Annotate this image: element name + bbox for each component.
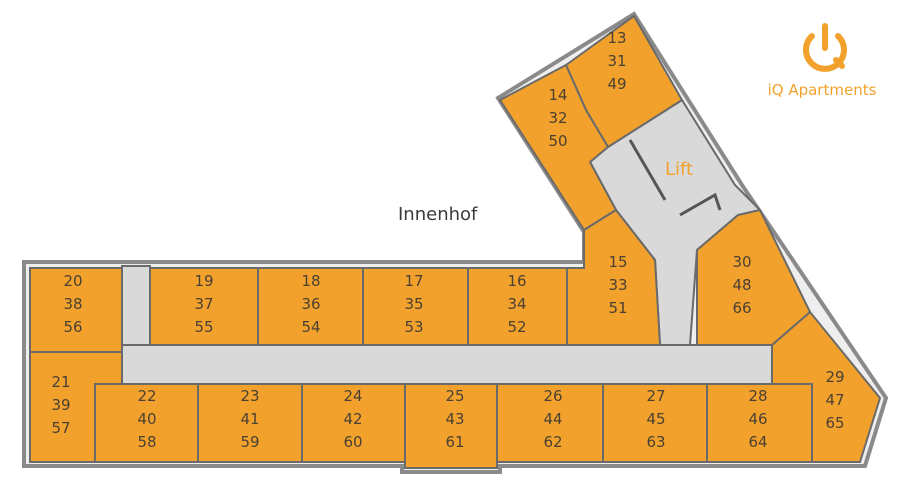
- wall: [679, 192, 722, 217]
- unit-number: 46: [748, 410, 767, 428]
- unit-number: 64: [748, 433, 767, 451]
- common-areas: [121, 98, 773, 385]
- brand-name: iQ Apartments: [768, 81, 877, 99]
- unit-number: 15: [608, 253, 627, 271]
- unit-number: 47: [825, 391, 844, 409]
- unit-number: 45: [646, 410, 665, 428]
- unit-number: 40: [137, 410, 156, 428]
- unit-number: 62: [543, 433, 562, 451]
- corridor-stub: [121, 265, 151, 346]
- unit-number: 54: [301, 318, 320, 336]
- unit-number: 26: [543, 387, 562, 405]
- apartment-29[interactable]: [771, 310, 882, 463]
- unit-number: 58: [137, 433, 156, 451]
- unit-number: 28: [748, 387, 767, 405]
- unit-number: 32: [548, 109, 567, 127]
- corridor: [121, 344, 773, 385]
- unit-number: 14: [548, 86, 567, 104]
- unit-number: 24: [343, 387, 362, 405]
- unit-number: 60: [343, 433, 362, 451]
- unit-number: 16: [507, 272, 526, 290]
- unit-number: 20: [63, 272, 82, 290]
- unit-number: 42: [343, 410, 362, 428]
- apartment-19[interactable]: [149, 267, 259, 346]
- unit-number: 55: [194, 318, 213, 336]
- unit-number: 25: [445, 387, 464, 405]
- unit-number: 39: [51, 396, 70, 414]
- unit-number: 36: [301, 295, 320, 313]
- apartment-25[interactable]: [404, 383, 498, 469]
- unit-number: 33: [608, 276, 627, 294]
- unit-number: 56: [63, 318, 82, 336]
- unit-number: 30: [732, 253, 751, 271]
- courtyard-label: Innenhof: [398, 204, 478, 225]
- unit-number: 50: [548, 132, 567, 150]
- unit-number: 29: [825, 368, 844, 386]
- unit-number: 41: [240, 410, 259, 428]
- apartment-30[interactable]: [696, 208, 812, 346]
- unit-number: 65: [825, 414, 844, 432]
- unit-number: 44: [543, 410, 562, 428]
- unit-number: 23: [240, 387, 259, 405]
- unit-number: 61: [445, 433, 464, 451]
- unit-number: 27: [646, 387, 665, 405]
- unit-number: 52: [507, 318, 526, 336]
- unit-number: 66: [732, 299, 751, 317]
- unit-number: 35: [404, 295, 423, 313]
- unit-number: 22: [137, 387, 156, 405]
- unit-number: 48: [732, 276, 751, 294]
- lift-label: Lift: [665, 159, 693, 180]
- unit-number: 38: [63, 295, 82, 313]
- unit-number: 18: [301, 272, 320, 290]
- unit-number: 17: [404, 272, 423, 290]
- unit-number: 51: [608, 299, 627, 317]
- unit-number: 31: [607, 52, 626, 70]
- unit-number: 59: [240, 433, 259, 451]
- unit-number: 37: [194, 295, 213, 313]
- unit-number: 49: [607, 75, 626, 93]
- unit-number: 34: [507, 295, 526, 313]
- unit-number: 19: [194, 272, 213, 290]
- wall: [628, 139, 667, 201]
- unit-number: 53: [404, 318, 423, 336]
- unit-number: 57: [51, 419, 70, 437]
- power-q-icon: [803, 23, 847, 72]
- unit-number: 43: [445, 410, 464, 428]
- apartment-15[interactable]: [566, 208, 662, 346]
- unit-number: 13: [607, 29, 626, 47]
- unit-number: 21: [51, 373, 70, 391]
- unit-number: 63: [646, 433, 665, 451]
